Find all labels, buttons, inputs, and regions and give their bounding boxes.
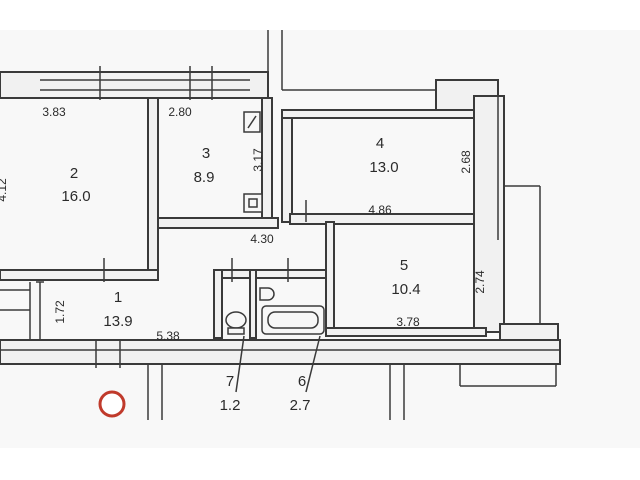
room-7-number: 7: [226, 373, 234, 390]
cooker-icon: [243, 193, 263, 213]
paper-background: [0, 30, 640, 450]
interior-walls: [0, 97, 487, 339]
stairwell-walls: [267, 30, 436, 98]
dim-left-cut: 4.12: [0, 178, 9, 202]
dimension-ticks: [36, 200, 327, 341]
dim-hall-width: 4.30: [250, 232, 274, 246]
sink-icon: [259, 287, 275, 301]
room-3-number: 3: [202, 145, 210, 162]
bathtub: [261, 305, 325, 335]
room-7-leader: [235, 335, 245, 393]
dim-room4-depth: 2.68: [459, 150, 473, 174]
stove-icon: [243, 111, 261, 133]
room-1-area: 13.9: [103, 313, 132, 330]
dim-room2-width: 3.83: [42, 105, 66, 119]
dim-room3-depth: 3.17: [251, 148, 265, 172]
top-margin: [0, 0, 640, 30]
dim-room5-depth: 2.74: [473, 270, 487, 294]
room-6-number: 6: [298, 373, 306, 390]
bottom-margin: [0, 448, 640, 480]
dim-room3-width: 2.80: [168, 105, 192, 119]
dim-room4-width: 4.86: [368, 203, 392, 217]
toilet: [225, 311, 247, 335]
room-5-number: 5: [400, 257, 408, 274]
room-6-area: 2.7: [290, 397, 311, 414]
room-2-area: 16.0: [61, 188, 90, 205]
room-4-number: 4: [376, 135, 384, 152]
top-wall: [0, 66, 269, 100]
room-1-number: 1: [114, 289, 122, 306]
left-window: [0, 282, 31, 340]
room-4-area: 13.0: [369, 159, 398, 176]
room-6-leader: [305, 335, 321, 393]
room-2-number: 2: [70, 165, 78, 182]
room-5-area: 10.4: [391, 281, 420, 298]
room-7-area: 1.2: [220, 397, 241, 414]
dim-room5-width: 3.78: [396, 315, 420, 329]
bottom-wall: [0, 339, 561, 420]
room-3-area: 8.9: [194, 169, 215, 186]
entrance-marker: [98, 390, 126, 418]
dim-room1-depth: 1.72: [53, 300, 67, 324]
dim-room1-width: 5.38: [156, 329, 180, 343]
